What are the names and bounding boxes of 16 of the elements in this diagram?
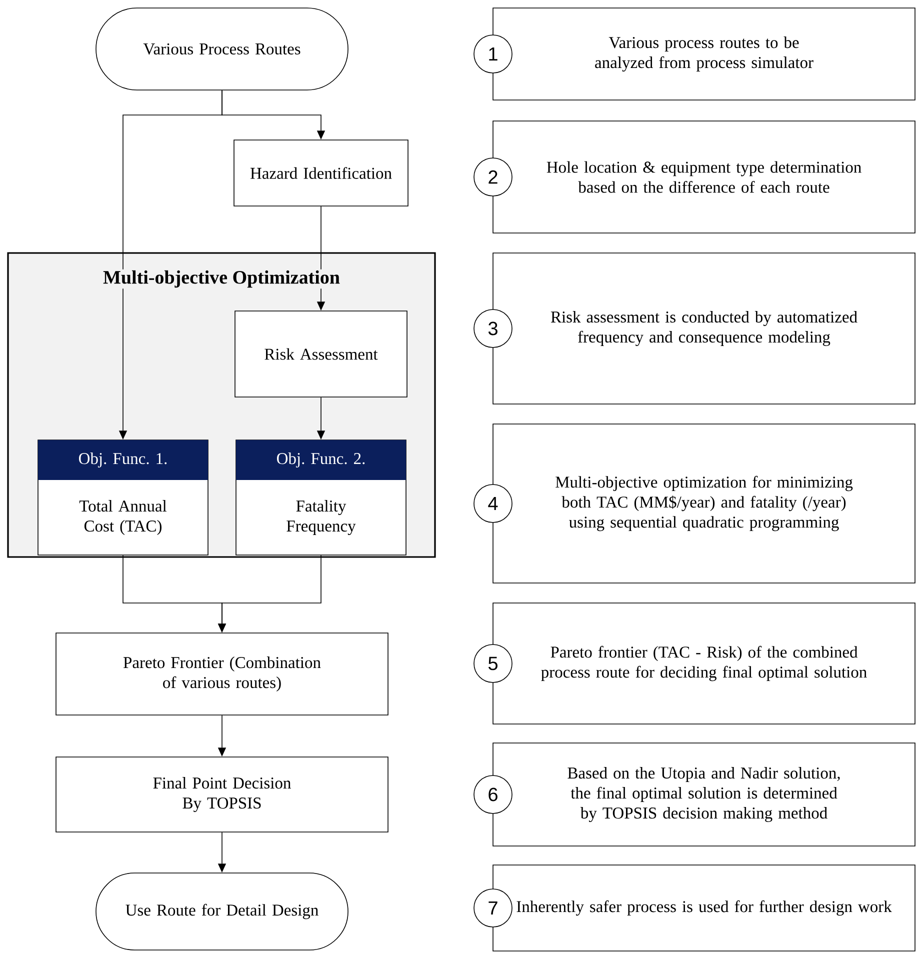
step-number: 4: [474, 484, 512, 523]
process-box: Final Point Decision By TOPSIS: [56, 756, 388, 832]
step-number: 7: [474, 888, 512, 928]
process-box: Hazard Identification: [234, 140, 408, 206]
step-number: 3: [474, 309, 512, 348]
step-number: 5: [474, 644, 512, 683]
terminal-box: Various Process Routes: [96, 8, 348, 90]
step-number: 1: [474, 34, 512, 74]
terminal-box: Use Route for Detail Design: [96, 872, 348, 950]
step-number: 6: [474, 775, 512, 814]
objective-box: Obj. Func. 2. Fatality Frequency: [236, 440, 406, 556]
group-title: Multi-objective Optimization: [102, 269, 341, 289]
process-box: Risk Assessment: [234, 310, 408, 398]
step-number: 2: [474, 158, 512, 196]
objective-box: Obj. Func. 1. Total Annual Cost (TAC): [38, 440, 208, 556]
process-box: Pareto Frontier (Combination of various routes): [56, 632, 388, 716]
